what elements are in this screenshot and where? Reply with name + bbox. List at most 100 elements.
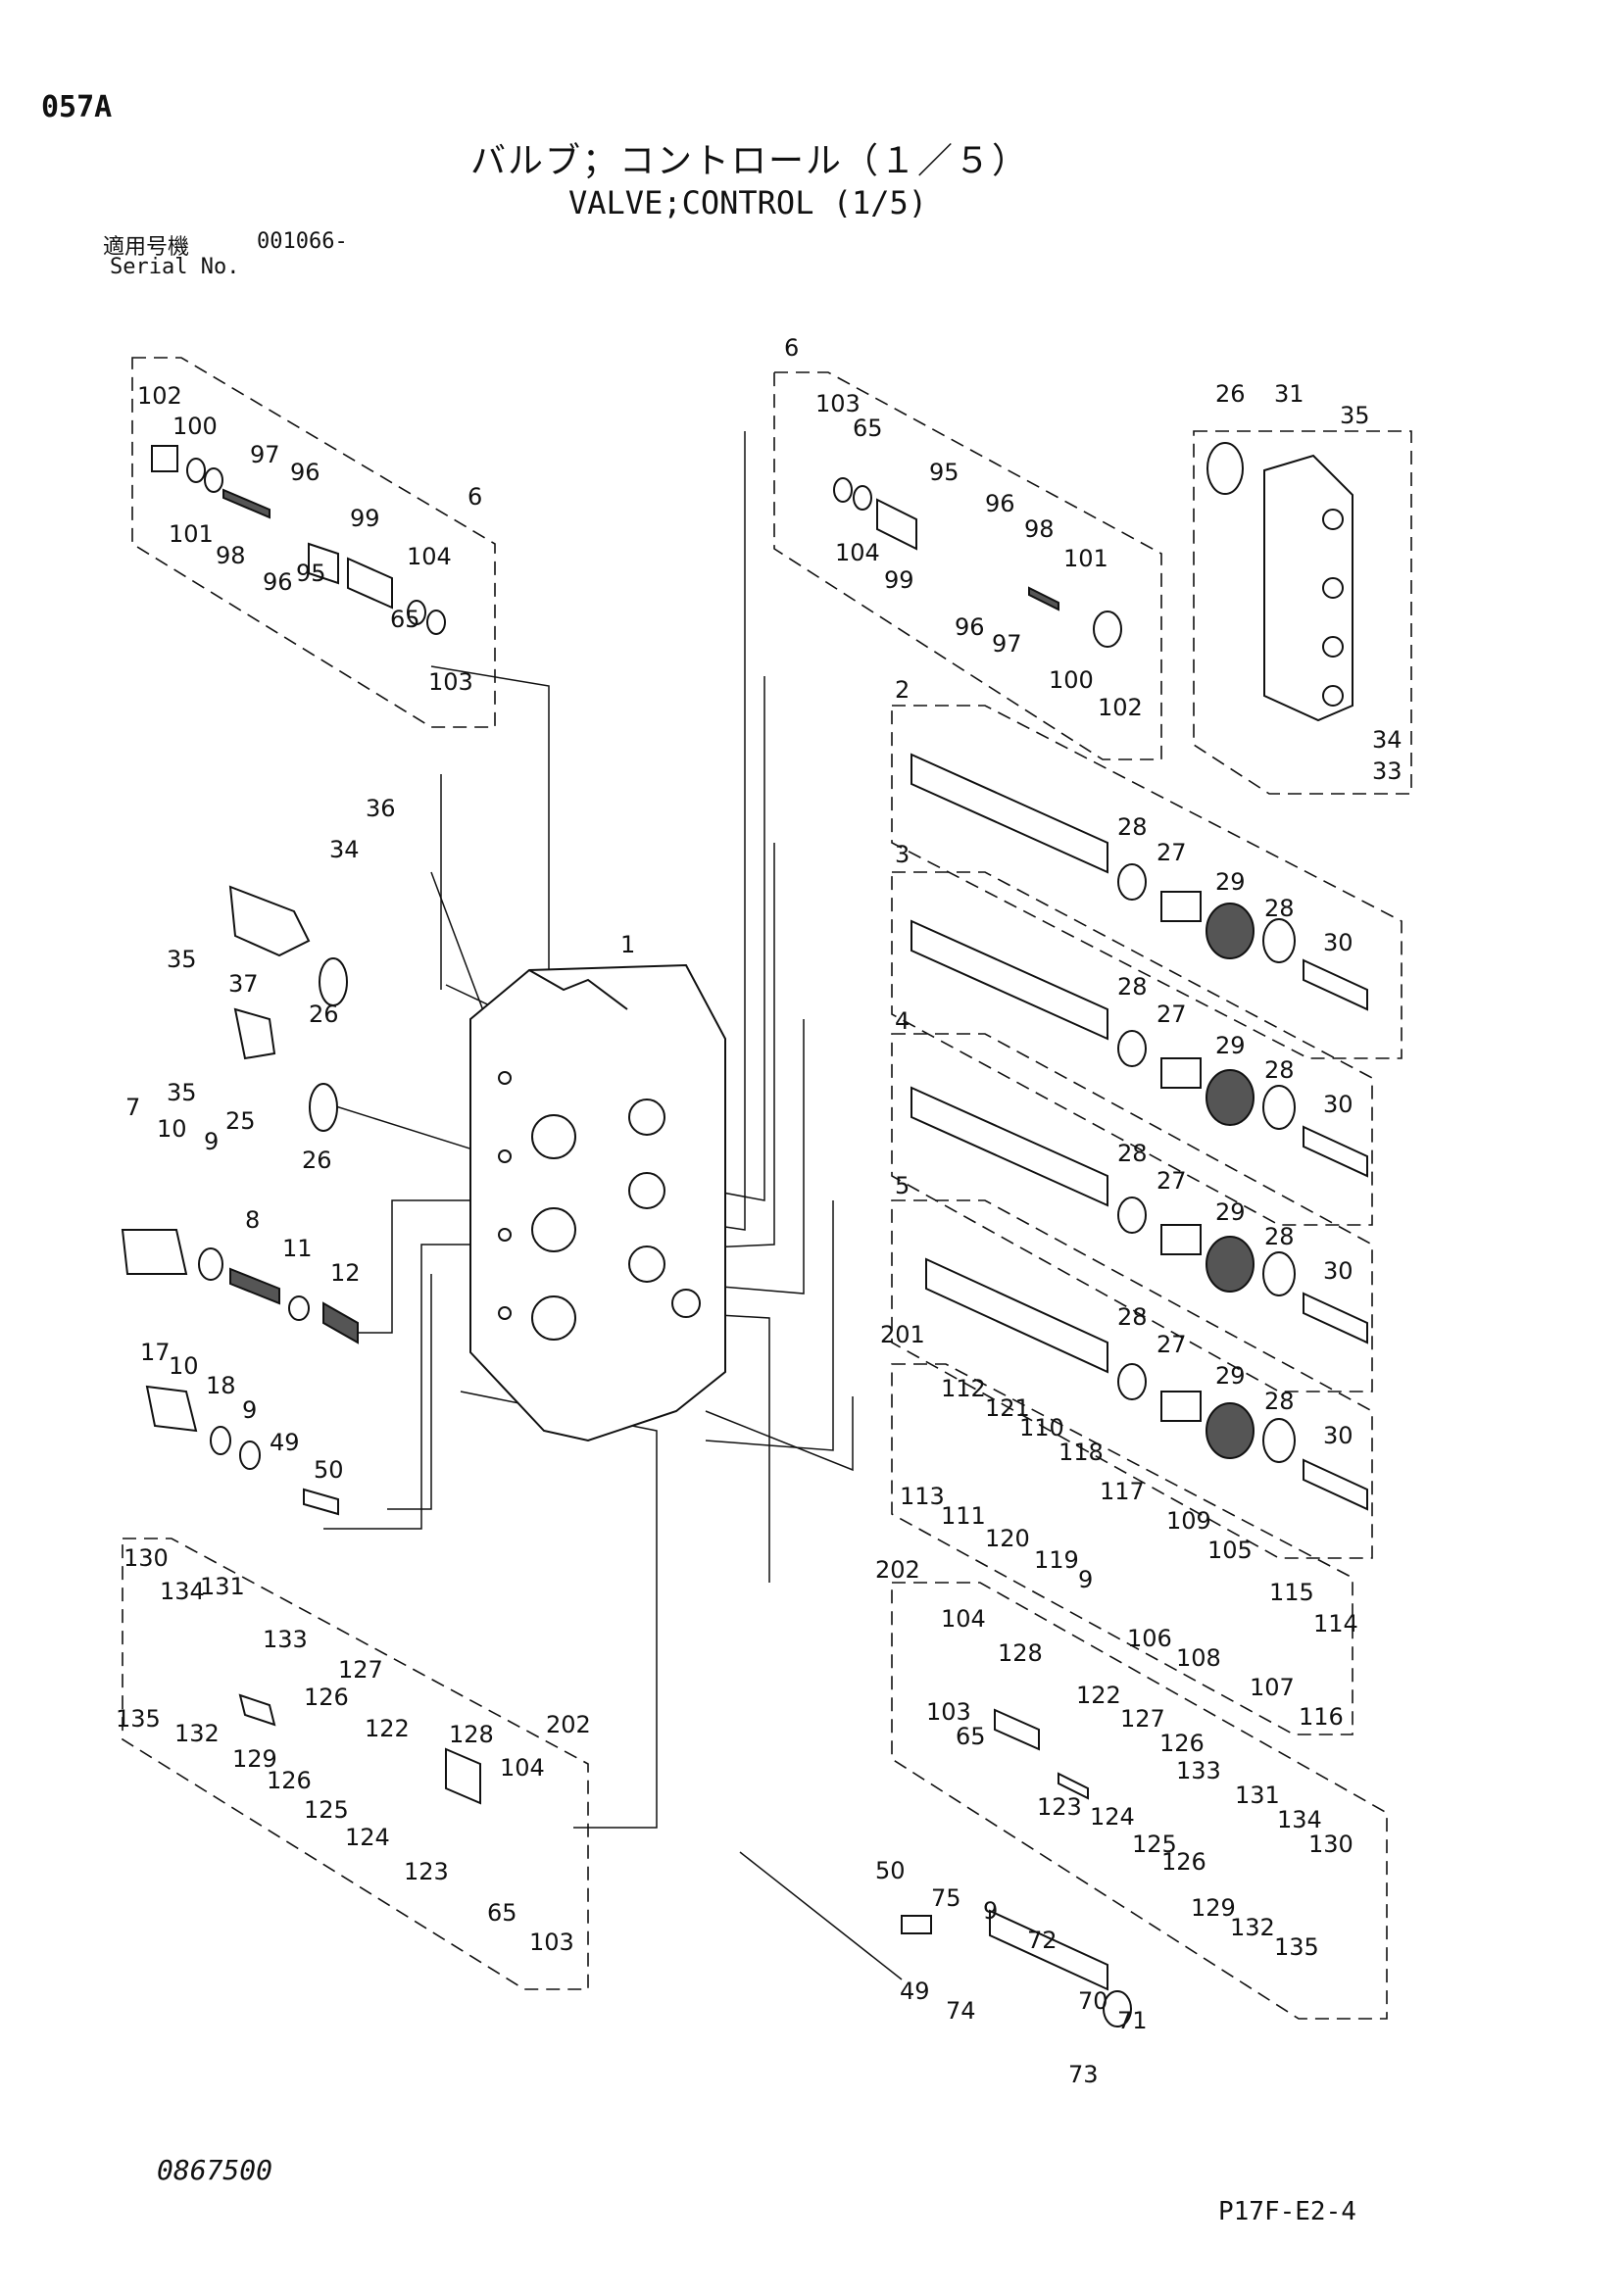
part-label-spool-2-3: 29: [1215, 868, 1246, 896]
part-label-top-left-11: 65: [390, 606, 420, 633]
part-label-top-center-3: 95: [929, 459, 960, 486]
group-outline-cover: [1193, 430, 1412, 795]
part-label-bottom-8: 73: [1068, 2061, 1099, 2088]
part-label-group-202-right-11: 125: [1132, 1831, 1177, 1858]
part-label-upper-left-8: 1: [620, 931, 635, 958]
part-label-spool-5-2: 27: [1156, 1331, 1187, 1358]
part-label-group-202-right-2: 128: [998, 1639, 1043, 1667]
part-label-spool-3-1: 28: [1117, 973, 1148, 1001]
part-label-upper-left-3: 37: [228, 970, 259, 998]
part-label-group-201-1: 112: [941, 1375, 986, 1402]
part-label-upper-left-4: 26: [309, 1001, 339, 1028]
part-label-group-201-11: 109: [1166, 1507, 1211, 1535]
part-label-group-202-right-13: 131: [1235, 1782, 1280, 1809]
part-label-spool-5-5: 30: [1323, 1422, 1353, 1449]
component-sketches: [121, 445, 1132, 2027]
part-label-group-202-left-2: 131: [200, 1573, 245, 1600]
part-label-group-202-right-12: 126: [1161, 1848, 1206, 1876]
part-label-spool-4-1: 28: [1117, 1140, 1148, 1167]
part-label-left-middle-9: 9: [242, 1396, 257, 1424]
group-outline-group-201: [891, 1363, 1353, 1735]
part-label-spool-5-4: 28: [1264, 1388, 1295, 1415]
group-outline-spool-3: [891, 871, 1373, 1226]
part-label-spool-2-2: 27: [1156, 839, 1187, 866]
part-label-group-202-right-15: 130: [1308, 1831, 1353, 1858]
part-label-bottom-3: 72: [1027, 1927, 1058, 1954]
page-code: 057A: [41, 90, 113, 124]
part-label-upper-left-1: 36: [366, 795, 396, 822]
part-label-group-201-12: 105: [1207, 1537, 1253, 1564]
part-label-group-202-left-17: 65: [487, 1899, 517, 1927]
part-label-group-202-right-3: 103: [926, 1698, 971, 1726]
spool-4: [910, 1086, 1368, 1344]
serial-label-japanese: 適用号機: [103, 235, 190, 260]
serial-number-value: 001066-: [257, 229, 348, 254]
part-label-group-202-left-12: 124: [345, 1824, 390, 1851]
part-label-group-202-left-4: 135: [116, 1705, 161, 1733]
part-label-left-middle-8: 18: [206, 1372, 236, 1399]
part-label-group-202-left-7: 126: [304, 1684, 349, 1711]
part-label-group-201-9: 117: [1100, 1478, 1145, 1505]
group-outline-group-202-right: [891, 1582, 1388, 2020]
part-label-left-middle-4: 11: [282, 1235, 313, 1262]
part-label-upper-left-7: 26: [302, 1147, 332, 1174]
valve-body: [469, 963, 726, 1442]
part-label-top-center-10: 97: [992, 630, 1022, 658]
part-label-left-middle-10: 49: [270, 1429, 300, 1456]
part-label-group-202-left-15: 104: [500, 1754, 545, 1782]
part-label-group-202-left-9: 126: [267, 1767, 312, 1794]
part-label-bottom-0: 50: [875, 1857, 906, 1884]
part-label-group-202-right-10: 133: [1176, 1757, 1221, 1784]
part-label-upper-left-0: 34: [329, 836, 360, 863]
part-label-top-center-12: 102: [1098, 694, 1143, 721]
part-label-top-left-3: 96: [290, 459, 320, 486]
part-label-left-middle-11: 50: [314, 1456, 344, 1484]
part-label-top-center-7: 104: [835, 539, 880, 566]
sheet-number: P17F-E2-4: [1218, 2197, 1356, 2226]
part-label-left-middle-6: 17: [140, 1339, 171, 1366]
page-title-japanese: バルブ；コントロール（１／５）: [470, 141, 1030, 181]
part-label-upper-left-6: 25: [225, 1107, 256, 1135]
part-label-upper-left-2: 35: [167, 946, 197, 973]
part-label-group-202-right-16: 129: [1191, 1894, 1236, 1922]
part-label-group-201-5: 113: [900, 1483, 945, 1510]
part-label-group-202-right-9: 124: [1090, 1803, 1135, 1831]
part-label-spool-3-5: 30: [1323, 1091, 1353, 1118]
page-title-english: VALVE;CONTROL (1/5): [568, 184, 928, 221]
part-label-top-left-1: 100: [172, 413, 218, 440]
part-label-top-left-6: 96: [263, 568, 293, 596]
part-label-left-middle-7: 10: [169, 1352, 199, 1380]
part-label-bottom-4: 49: [900, 1978, 930, 2005]
part-label-left-middle-1: 10: [157, 1115, 187, 1143]
part-label-top-left-4: 101: [169, 520, 214, 548]
part-label-group-202-left-1: 134: [160, 1578, 205, 1605]
part-label-group-201-18: 116: [1299, 1703, 1344, 1731]
part-label-top-center-2: 65: [853, 415, 883, 442]
part-label-group-201-4: 118: [1058, 1439, 1104, 1466]
part-label-cover-0: 26: [1215, 380, 1246, 408]
part-label-spool-4-4: 28: [1264, 1223, 1295, 1250]
part-label-group-202-left-6: 127: [338, 1656, 383, 1684]
part-label-cover-1: 31: [1274, 380, 1304, 408]
part-label-top-left-0: 102: [137, 382, 182, 410]
part-label-group-202-right-0: 202: [875, 1556, 920, 1584]
part-label-group-201-3: 110: [1019, 1414, 1064, 1441]
part-label-spool-3-3: 29: [1215, 1032, 1246, 1059]
group-outline-spool-2: [891, 705, 1403, 1059]
drawing-number: 0867500: [157, 2154, 273, 2186]
part-label-group-202-left-10: 122: [365, 1715, 410, 1742]
group-outline-relief-valve-left: [131, 357, 496, 728]
part-label-top-left-2: 97: [250, 441, 280, 468]
part-label-top-left-12: 103: [428, 668, 473, 696]
spool-5: [925, 1257, 1368, 1511]
part-label-top-left-10: 6: [468, 483, 482, 511]
part-label-group-202-right-17: 132: [1230, 1914, 1275, 1941]
part-label-bottom-2: 9: [983, 1897, 998, 1925]
part-label-spool-5-3: 29: [1215, 1362, 1246, 1390]
part-label-group-202-right-8: 123: [1037, 1793, 1082, 1821]
part-number-labels: 1021009796101989699951046651036103659596…: [116, 334, 1403, 2088]
part-label-group-202-right-5: 122: [1076, 1682, 1121, 1709]
part-label-cover-2: 35: [1340, 402, 1370, 429]
part-label-group-201-6: 111: [941, 1502, 986, 1530]
